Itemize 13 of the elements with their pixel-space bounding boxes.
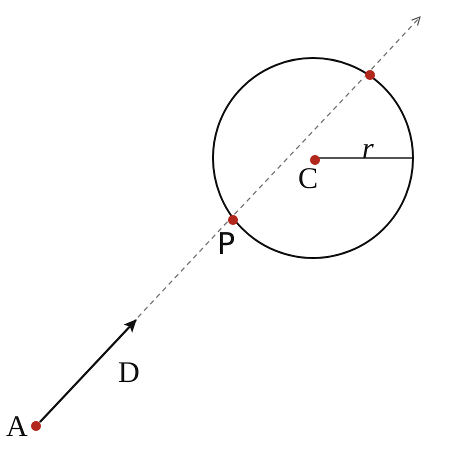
point-label: C <box>298 164 318 194</box>
point-label: P <box>217 230 236 260</box>
vector-label: D <box>118 358 140 388</box>
sphere-outline <box>212 57 414 259</box>
point-marker <box>31 421 41 431</box>
point-marker <box>228 215 238 225</box>
radius-line <box>318 157 414 159</box>
ray-line <box>234 76 366 215</box>
point-marker <box>310 155 320 165</box>
point-label: A <box>6 412 28 442</box>
edge-label: r <box>362 134 374 164</box>
ray-line <box>370 16 421 70</box>
point-marker <box>365 70 375 80</box>
